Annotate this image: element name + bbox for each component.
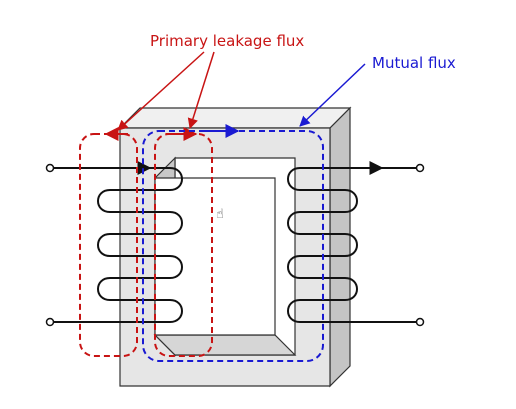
secondary-terminal-top[interactable] [415, 163, 425, 173]
secondary-winding [287, 161, 420, 323]
hand-cursor-icon: ☝ [216, 207, 224, 222]
primary-leakage-flux [79, 127, 213, 357]
primary-leakage-label: Primary leakage flux [150, 32, 304, 50]
mutual-flux-label: Mutual flux [372, 54, 456, 72]
secondary-terminal-bottom[interactable] [415, 317, 425, 327]
primary-leakage-pointers [117, 51, 215, 131]
core-side-face [329, 106, 351, 388]
mutual-flux-pointer [299, 63, 366, 127]
core-window-back [154, 177, 276, 336]
primary-terminal-top[interactable] [45, 163, 55, 173]
primary-winding [50, 161, 183, 323]
primary-terminal-bottom[interactable] [45, 317, 55, 327]
mutual-flux [142, 124, 324, 362]
core-window-shadow-bottom [153, 334, 297, 356]
